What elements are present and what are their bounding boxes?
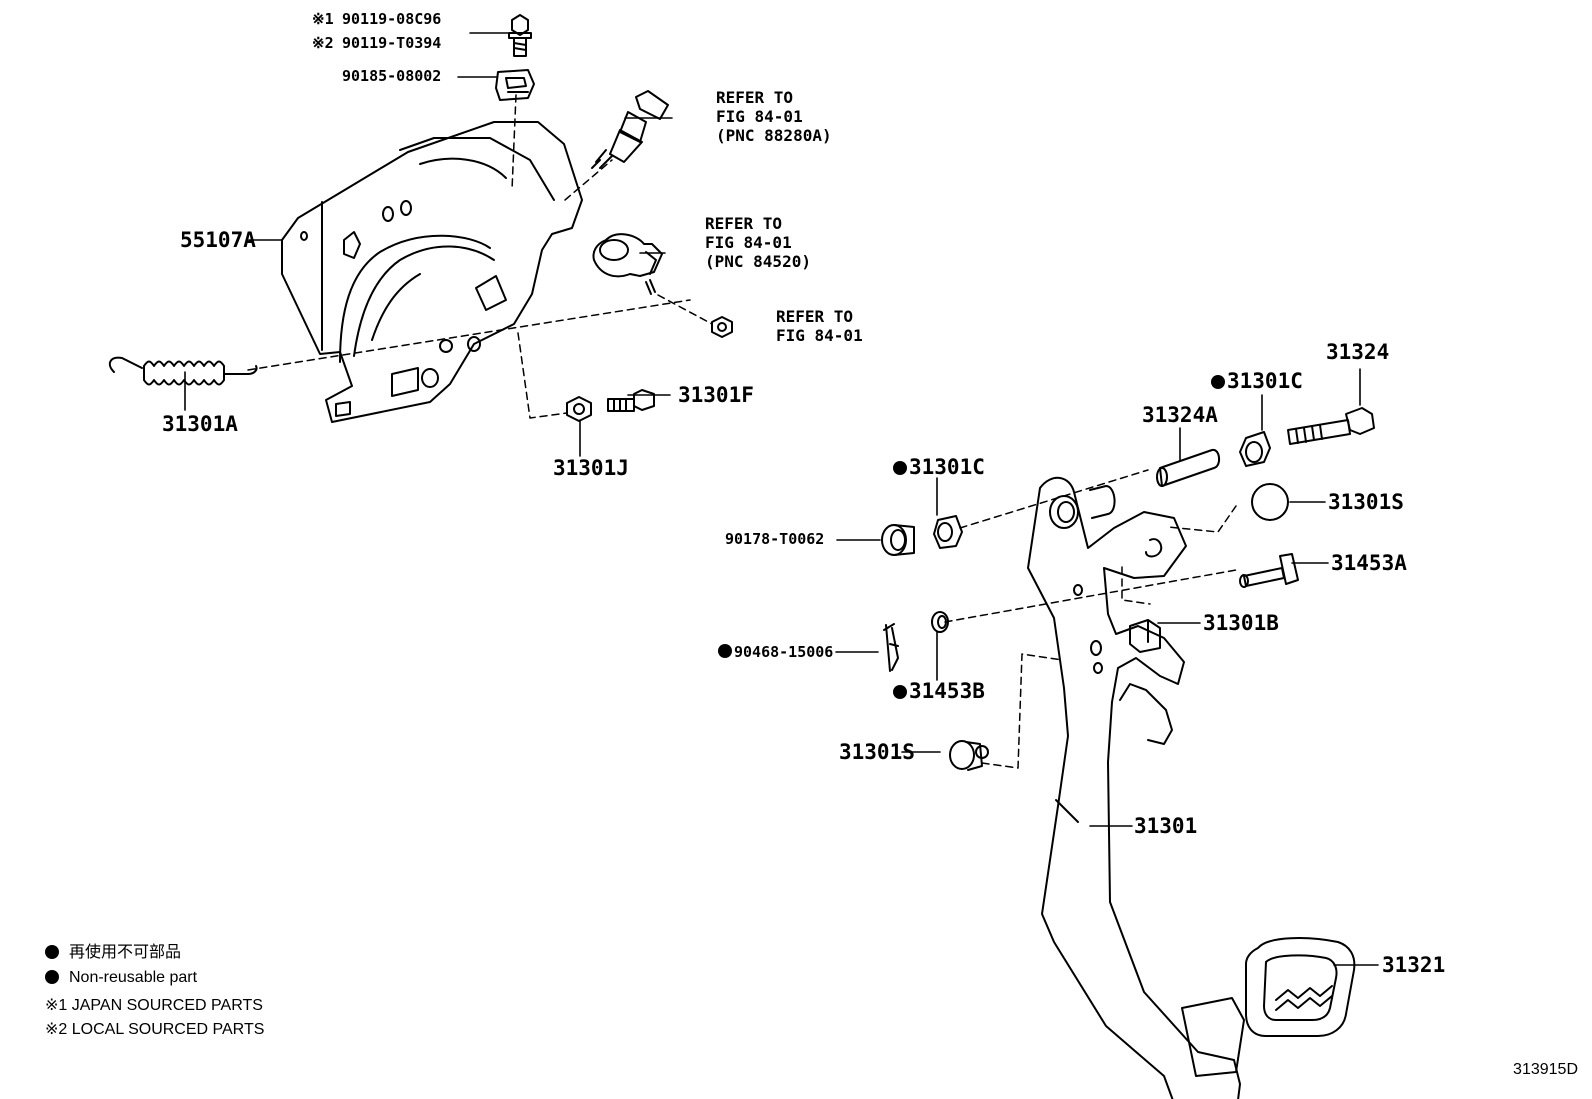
- bushing-31301C-left-drawing: [933, 515, 963, 549]
- pedal-pad-31321-drawing: [1245, 937, 1356, 1037]
- label-31324A: 31324A: [1142, 403, 1218, 427]
- non-reusable-dot: [1211, 375, 1225, 389]
- label-31324: 31324: [1326, 340, 1390, 364]
- label-90185-08002: 90185-08002: [342, 67, 442, 85]
- pedal-arm-31301-drawing: [1027, 477, 1245, 1099]
- label-90119-T0394: 90119-T0394: [342, 34, 442, 52]
- non-reusable-dot: [718, 644, 732, 658]
- label-31301: 31301: [1134, 814, 1198, 838]
- non-reusable-dot: [45, 970, 59, 984]
- legend-en-nonreusable: Non-reusable part: [45, 970, 197, 986]
- legend-local-sourced: ※2 LOCAL SOURCED PARTS: [45, 1021, 265, 1038]
- clip-pin-90468-drawing: [883, 623, 899, 672]
- non-reusable-dot: [893, 461, 907, 475]
- label-90468-15006: 90468-15006: [718, 644, 833, 660]
- figure-number: 313915D: [1513, 1061, 1578, 1078]
- cushion-31301B-drawing: [1129, 619, 1161, 653]
- legend-jp-nonreusable: 再使用不可部品: [45, 945, 181, 961]
- bolt-90119-drawing: [508, 14, 532, 57]
- label-31453A: 31453A: [1331, 551, 1407, 575]
- bolt-31301F-drawing: [607, 389, 655, 412]
- label-31301S-right: 31301S: [1328, 490, 1404, 514]
- refer-stop-lamp-switch: REFER TO FIG 84-01 (PNC 88280A): [716, 88, 832, 145]
- return-spring-drawing: [108, 356, 258, 386]
- stopper-31301S-left-drawing: [949, 740, 989, 771]
- pin-31453A-drawing: [1239, 553, 1299, 588]
- bracket-55107A-drawing: [281, 121, 583, 423]
- label-31301C-upper: 31301C: [1211, 371, 1303, 392]
- label-31301A: 31301A: [162, 412, 238, 436]
- label-55107A: 55107A: [180, 228, 256, 252]
- refer-pedal-sensor: REFER TO FIG 84-01 (PNC 84520): [705, 214, 811, 271]
- label-31453B: 31453B: [893, 681, 985, 702]
- non-reusable-dot: [45, 945, 59, 959]
- label-31301J: 31301J: [553, 456, 629, 480]
- nut-31301J-drawing: [566, 396, 592, 422]
- label-31301S-left: 31301S: [839, 740, 915, 764]
- non-reusable-dot: [893, 685, 907, 699]
- leader-lines: [184, 32, 1379, 966]
- label-90178-T0062: 90178-T0062: [725, 530, 825, 548]
- label-31321: 31321: [1382, 953, 1446, 977]
- label-japan-mark: ※1: [312, 10, 334, 28]
- washer-90178-drawing: [881, 524, 915, 556]
- label-90119-08C96: 90119-08C96: [342, 10, 442, 28]
- label-31301B: 31301B: [1203, 611, 1279, 635]
- refer-nut: REFER TO FIG 84-01: [776, 307, 863, 345]
- pedal-sensor-drawing: [592, 233, 663, 295]
- label-31301F: 31301F: [678, 383, 754, 407]
- pin-31453B-drawing: [931, 611, 949, 633]
- clip-nut-drawing: [495, 69, 535, 101]
- stop-lamp-switch-drawing: [591, 90, 669, 169]
- stopper-31301S-right-drawing: [1251, 483, 1289, 521]
- dashed-assembly-lines: [247, 94, 1237, 769]
- label-31301C-left: 31301C: [893, 457, 985, 478]
- legend-japan-sourced: ※1 JAPAN SOURCED PARTS: [45, 997, 263, 1014]
- label-local-mark: ※2: [312, 34, 334, 52]
- small-nut-drawing: [711, 316, 733, 338]
- bushing-31301C-upper-drawing: [1239, 431, 1271, 467]
- collar-31324A-drawing: [1156, 448, 1220, 487]
- bolt-31324-drawing: [1287, 407, 1375, 445]
